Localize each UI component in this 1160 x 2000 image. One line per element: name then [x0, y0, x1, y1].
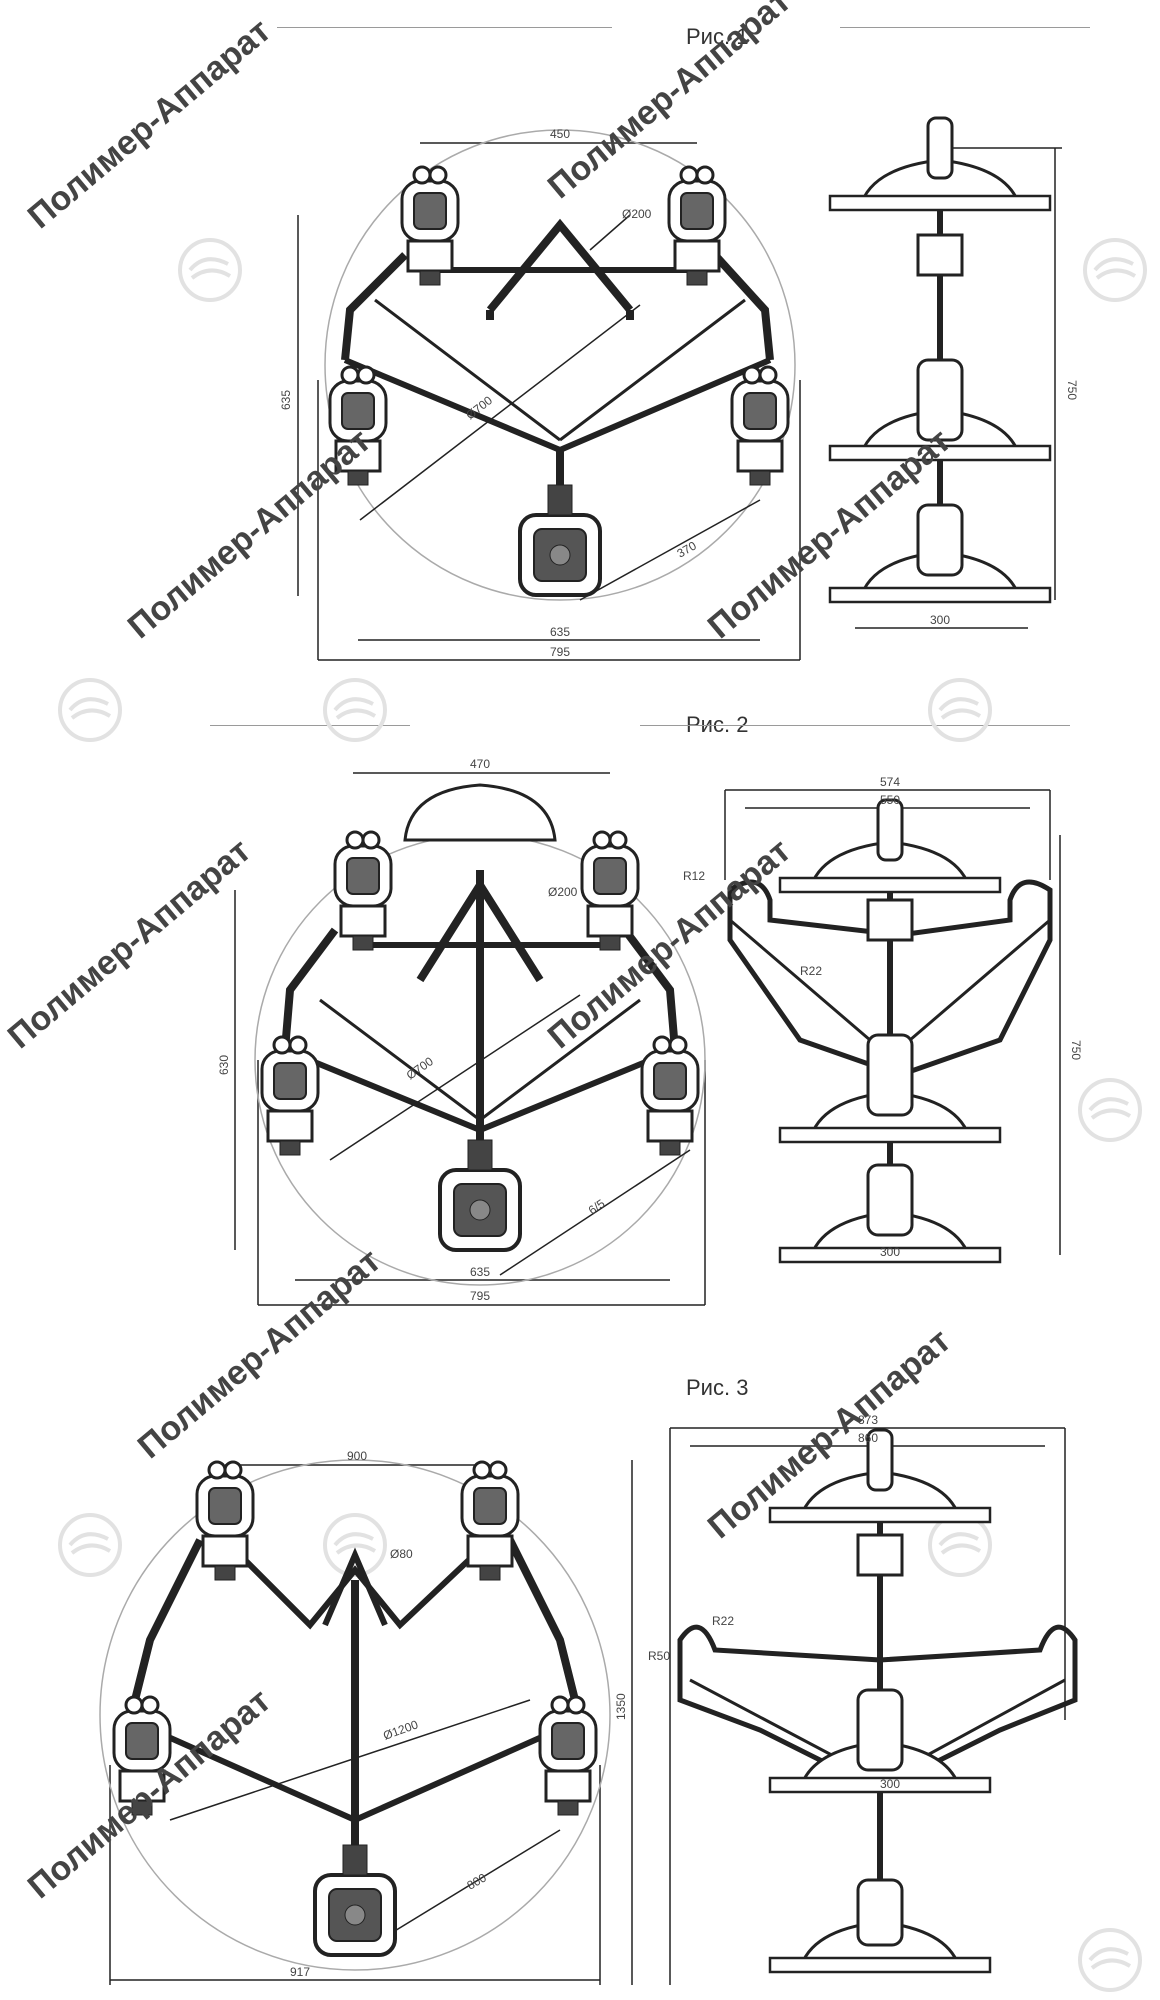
figure-2-side-view: [724, 789, 1061, 1264]
figure-1-front-view: [297, 129, 801, 661]
dim-label: 795: [550, 645, 570, 659]
dim-label: Ø200: [548, 885, 578, 899]
watermark-logo-icon: [178, 238, 242, 302]
dim-label: R12: [683, 869, 705, 883]
dim-label: 550: [880, 793, 900, 807]
dim-label: 900: [347, 1449, 367, 1463]
figure-2-caption: Рис. 2: [686, 712, 749, 737]
watermark-logo-icon: [1083, 238, 1147, 302]
dim-label: 1350: [614, 1693, 628, 1720]
dim-label: Ø200: [622, 207, 652, 221]
figure-3-side-view: [631, 1427, 1078, 1985]
dim-label: 873: [858, 1413, 878, 1427]
separator-right-2: [640, 725, 1070, 726]
figure-2-side-labels: 574 550 R12 R22 750 300: [683, 775, 1083, 1259]
watermark-text: Полимер-Аппарат: [1, 832, 258, 1056]
dim-label: 470: [470, 757, 490, 771]
dim-label: Ø80: [390, 1547, 413, 1561]
watermark-logo-icon: [1078, 1078, 1142, 1142]
dim-label: 635: [470, 1265, 490, 1279]
dim-label: 795: [470, 1289, 490, 1303]
dim-label: 750: [1065, 380, 1079, 400]
figure-2-front-view: [234, 772, 706, 1306]
dim-label: Ø700: [404, 1054, 436, 1082]
watermark-logo-icon: [928, 1513, 992, 1577]
watermark-logo-icon: [323, 678, 387, 742]
dim-label: 300: [880, 1245, 900, 1259]
dim-label: R22: [800, 964, 822, 978]
watermark-logo-icon: [58, 1513, 122, 1577]
figure-3-caption: Рис. 3: [686, 1375, 749, 1400]
dim-label: 300: [930, 613, 950, 627]
dim-label: R50: [648, 1649, 670, 1663]
separator-right-1: [840, 27, 1090, 28]
dim-label: 860: [858, 1431, 878, 1445]
dim-label: 450: [550, 127, 570, 141]
watermark-text: Полимер-Аппарат: [131, 1242, 388, 1466]
dim-label: 635: [279, 390, 293, 410]
figure-1-caption: Рис. 1: [686, 24, 749, 49]
watermark-logo-icon: [928, 678, 992, 742]
dim-label: 750: [1069, 1040, 1083, 1060]
figure-3-front-view: [99, 1459, 611, 1985]
dim-label: 574: [880, 775, 900, 789]
figure-1-side-labels: 300 750: [930, 380, 1079, 627]
watermark-text: Полимер-Аппарат: [21, 12, 278, 236]
dim-label: 6/5: [586, 1196, 608, 1217]
dim-label: 917: [290, 1965, 310, 1979]
watermark-logo-icon: [1078, 1928, 1142, 1992]
dim-label: 800: [465, 1870, 490, 1892]
dim-label: 630: [217, 1055, 231, 1075]
watermark-logo-icon: [58, 678, 122, 742]
watermark-text: Полимер-Аппарат: [541, 0, 798, 206]
dim-label: R22: [712, 1614, 734, 1628]
dim-label: 300: [880, 1777, 900, 1791]
separator-left-1: [277, 27, 612, 28]
dim-label: 635: [550, 625, 570, 639]
figure-3-side-labels: 873 860 R22 R50 1350 300: [614, 1413, 900, 1791]
separator-left-2: [210, 725, 410, 726]
watermark-text: Полимер-Аппарат: [121, 422, 378, 646]
figure-1-side-view: [828, 116, 1062, 629]
